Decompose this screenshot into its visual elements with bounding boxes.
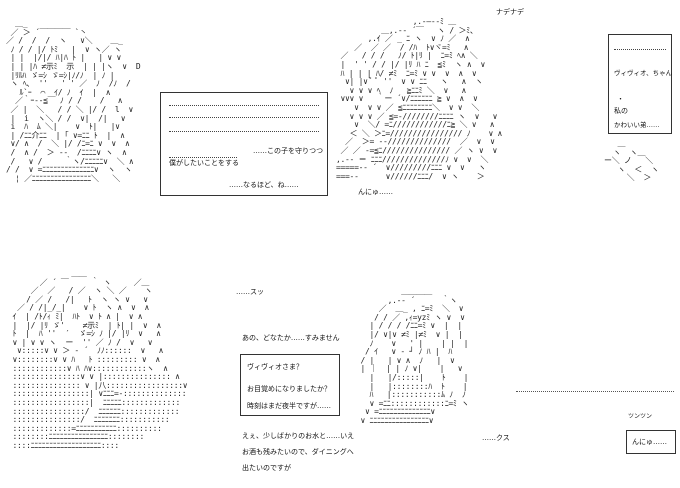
dialogue-line: お酒も残みたいので、ダイニングへ xyxy=(242,448,354,456)
dotted-line xyxy=(169,131,319,132)
sfx-giggle: ……クス xyxy=(482,434,510,442)
dialogue-line: かわいい弟…… xyxy=(614,121,660,129)
dialogue-line: んにゅ…… xyxy=(632,438,667,446)
dotted-line xyxy=(169,117,319,118)
speech-box-panel4: んにゅ…… xyxy=(626,430,676,454)
speech-box-panel3: ヴィヴィオさま？ お目覚めになりましたか？ 時刻はまだ夜半ですが…… xyxy=(240,354,340,416)
sfx-poke: ツンツン xyxy=(628,413,653,420)
speech-box-panel1: ……この子を守りつつ 僕がしたいことをする ……なるほど、ね…… xyxy=(160,92,328,196)
dialogue-line: あの、どなたか……すみません xyxy=(242,334,340,342)
dialogue-line: ヴィヴィオ、ちゃん xyxy=(614,69,673,77)
mutter-text: んにゅ…… xyxy=(358,188,393,196)
dialogue-line: ……なるほど、ね…… xyxy=(229,181,299,189)
speech-box-panel2: ヴィヴィオ、ちゃん ・ 私の かわいい弟…… xyxy=(608,34,672,134)
dialogue-line: 出たいのですが xyxy=(242,464,291,472)
sfx-rustle: ……スッ xyxy=(236,288,264,296)
ascii-art-hand: ＿ ヽ ヽ＿ ー＼ ノ ＼ ヽ ＜ ヽ ＼ ＞ xyxy=(604,139,659,183)
dotted-line xyxy=(614,49,666,50)
ascii-art-profile: ＿＿＿＿ ,.-‐ ´ ｀ヽ ／ ＿_ , ﾆ=ﾐ ＼ ∨ / / ／ ,ｨ=y… xyxy=(360,287,470,425)
dialogue-line: ・ xyxy=(617,95,624,103)
dialogue-line: えぇ、少しばかりのお水と……いえ xyxy=(242,432,355,440)
sfx-pat: ナデナデ xyxy=(496,8,524,16)
dialogue-line: 僕がしたいことをする xyxy=(169,159,239,167)
dotted-line xyxy=(169,157,237,158)
dialogue-line: 私の xyxy=(614,107,628,115)
dialogue-line: ヴィヴィオさま？ xyxy=(247,363,303,371)
dialogue-line: お目覚めになりましたか？ xyxy=(247,385,331,393)
ascii-art-pair-left: ＿_ ／ ＞ ´￣￣￣￣ `丶 ／ / / / ヽ ∨＼ ＿_ ﾉ / / |/… xyxy=(6,19,141,183)
dialogue-line: 時刻はまだ夜半ですが…… xyxy=(247,402,331,410)
dotted-line xyxy=(169,105,319,106)
ascii-art-sleeping-girl: ＿＿ ／ ´ ￣ ｀ ヽ ／＿ ／ ／ / ／ ヽ ＼ ／ ヽ / ／ / /|… xyxy=(12,269,188,450)
dotted-line xyxy=(516,391,674,392)
dialogue-line: ……この子を守りつつ xyxy=(253,147,324,155)
ascii-art-embrace: ,.-―‐-ﾐ ＿ ＿,.-‐ ´￣ ヽ / ＞ﾐ、 ,.ｲ ／ _ ﾆ ヽ ∨… xyxy=(336,17,502,181)
